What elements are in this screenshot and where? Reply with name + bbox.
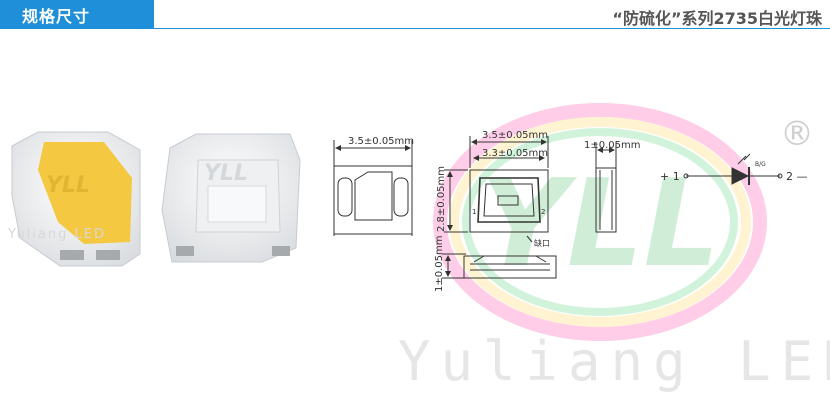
schematic-plus-label: + 1 (660, 170, 680, 183)
header-divider (154, 28, 830, 29)
dim-bottom-thickness: 1±0.05mm (434, 236, 445, 293)
dim-front-width-inner: 3.3±0.05mm (482, 148, 548, 159)
registered-mark: ® (780, 114, 814, 154)
phosphor-window (38, 142, 132, 244)
marker-left: 1 (472, 208, 476, 216)
schematic-minus-label: 2 — (786, 170, 808, 183)
marker-right: 2 (541, 208, 545, 216)
svg-text:YLL: YLL (204, 161, 248, 186)
dim-front-width-outer: 3.5±0.05mm (482, 130, 548, 141)
dim-front-height: 2.8±0.05mm (436, 166, 447, 232)
header-tab (0, 0, 154, 29)
dim-top-width: 3.5±0.05mm (348, 136, 414, 147)
notch-label: 缺口 (534, 238, 550, 248)
outline-front-view (444, 136, 549, 233)
brand-watermark: Yuliang LED (398, 330, 830, 393)
outline-side-view (595, 142, 617, 233)
svg-text:Yuliang LED: Yuliang LED (7, 227, 106, 242)
schematic-chip-label: B/G (755, 161, 766, 168)
led-top-view-photo: YLL (11, 131, 141, 267)
section-title: 规格尺寸 (22, 7, 91, 26)
dim-side-thickness: 1±0.05mm (584, 140, 641, 151)
outline-bottom-view (442, 253, 557, 279)
outline-top-view (333, 140, 413, 236)
svg-text:YLL: YLL (46, 173, 90, 198)
product-series-title: “防硫化”系列2735白光灯珠 (612, 9, 822, 28)
diode-schematic (683, 153, 783, 185)
led-bottom-view-photo: YLL (161, 133, 301, 263)
